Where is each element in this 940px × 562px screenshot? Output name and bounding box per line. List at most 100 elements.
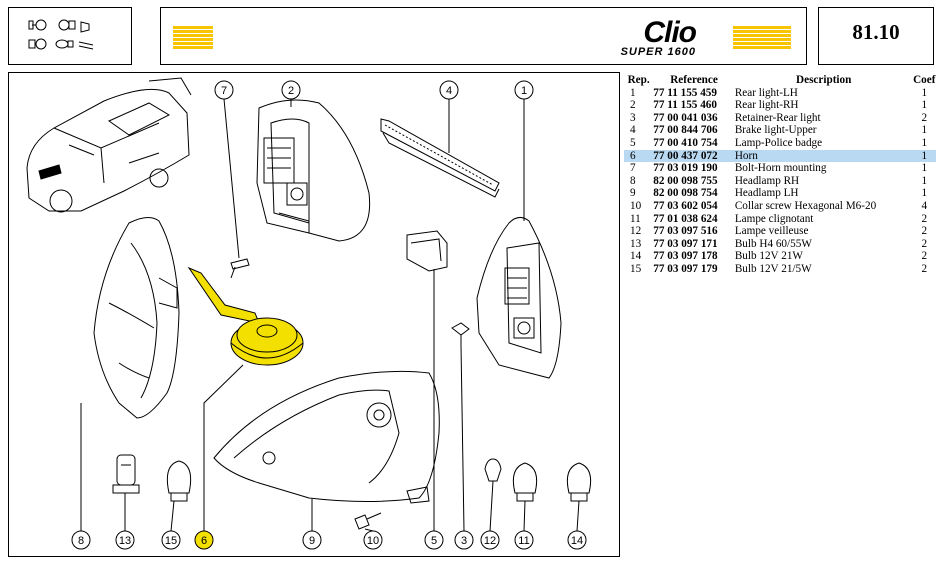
car-illustration (26, 77, 192, 213)
table-row[interactable]: 4 77 00 844 706 Brake light-Upper 1 (624, 124, 936, 137)
cell-ref: 77 03 097 171 (653, 237, 718, 250)
cell-desc: Bulb 12V 21/5W (734, 262, 812, 275)
cell-coef: 1 (921, 86, 928, 99)
cell-coef: 2 (921, 225, 928, 238)
cell-coef: 4 (921, 199, 928, 212)
cell-desc: Retainer-Rear light (734, 111, 821, 124)
headlamp-lh (213, 370, 440, 504)
page-number-box: 81.10 (818, 7, 934, 65)
cell-ref: 77 00 844 706 (653, 124, 718, 137)
svg-text:11: 11 (518, 535, 529, 547)
horn (187, 266, 304, 366)
cell-desc: Rear light-LH (734, 86, 798, 99)
callout-12: 12 (480, 530, 500, 550)
svg-text:14: 14 (571, 535, 583, 547)
cell-coef: 2 (921, 212, 928, 225)
cell-coef: 1 (921, 174, 928, 187)
stripe-logo-icon (173, 26, 791, 49)
parts-table: Rep. Reference Description Coef 1 77 11 1… (624, 74, 936, 276)
cell-ref: 77 00 041 036 (653, 111, 718, 124)
cell-desc: Lampe clignotant (734, 212, 814, 225)
svg-text:9: 9 (309, 535, 315, 547)
cell-rep: 2 (630, 99, 636, 112)
cell-coef: 2 (921, 111, 928, 124)
cell-ref: 77 00 437 072 (653, 149, 735, 163)
cell-coef: 2 (921, 262, 928, 275)
svg-text:10: 10 (367, 535, 379, 547)
page-number: 81.10 (852, 20, 900, 44)
cell-desc: Bolt-Horn mounting (734, 162, 827, 175)
bulb-21-5w (166, 460, 192, 502)
cell-ref: 77 03 097 178 (653, 250, 718, 263)
cell-rep: 9 (630, 187, 636, 200)
col-description-header: Description (796, 74, 852, 86)
callout-13: 13 (115, 530, 135, 550)
cell-desc: Lampe veilleuse (734, 225, 809, 238)
cell-desc: Brake light-Upper (734, 124, 817, 137)
callout-15: 15 (161, 530, 181, 550)
col-coef-header: Coef (913, 74, 936, 86)
cell-rep: 8 (630, 174, 636, 187)
callouts: 7 2 4 1 8 13 15 6 9 10 5 3 12 11 14 (71, 80, 587, 550)
callout-2: 2 (281, 80, 301, 100)
cell-desc: Headlamp RH (734, 174, 800, 187)
cell-rep: 14 (630, 250, 642, 263)
table-row[interactable]: 15 77 03 097 179 Bulb 12V 21/5W 2 (624, 263, 936, 276)
callout-3: 3 (454, 530, 474, 550)
table-header-row: Rep. Reference Description Coef (624, 74, 936, 87)
parts-illustration: 7 2 4 1 8 13 15 6 9 10 5 3 12 11 14 (26, 77, 592, 550)
title-banner: Clio SUPER 1600 (160, 7, 807, 65)
cell-rep: 3 (630, 111, 636, 124)
cell-desc: Lamp-Police badge (734, 136, 823, 149)
collar-screw (354, 512, 382, 530)
cell-coef: 1 (921, 124, 928, 137)
callout-10: 10 (363, 530, 383, 550)
cell-coef: 1 (921, 162, 928, 175)
cell-ref: 77 03 019 190 (653, 162, 718, 175)
cell-desc: Rear light-RH (734, 99, 799, 112)
lamp-category-box (8, 7, 132, 65)
cell-rep: 11 (630, 212, 641, 225)
bulb-h4 (112, 454, 140, 494)
cell-ref: 77 03 097 179 (653, 262, 718, 275)
cell-ref: 77 11 155 460 (653, 99, 717, 112)
cell-rep: 4 (630, 124, 636, 137)
cell-coef: 1 (912, 149, 936, 163)
svg-text:2: 2 (288, 85, 294, 97)
cell-rep: 1 (630, 86, 636, 99)
table-row[interactable]: 14 77 03 097 178 Bulb 12V 21W 2 (624, 250, 936, 263)
cell-rep: 5 (630, 136, 636, 149)
lamp-bulbs-icon (28, 19, 94, 50)
svg-text:5: 5 (431, 535, 437, 547)
svg-text:13: 13 (119, 535, 131, 547)
table-row[interactable]: 3 77 00 041 036 Retainer-Rear light 2 (624, 112, 936, 125)
cell-rep: 6 (624, 149, 654, 163)
svg-text:3: 3 (461, 535, 467, 547)
rear-light-rh (256, 99, 371, 242)
cell-ref: 82 00 098 754 (653, 187, 718, 200)
cell-coef: 2 (921, 250, 928, 263)
cell-ref: 77 03 602 054 (653, 199, 718, 212)
rear-light-retainer (451, 322, 470, 345)
callout-14: 14 (567, 530, 587, 550)
police-badge-lamp (406, 230, 448, 272)
svg-text:15: 15 (165, 535, 177, 547)
cell-rep: 15 (630, 262, 642, 275)
brand-logo-text: Clio (643, 16, 697, 49)
cell-coef: 2 (921, 237, 928, 250)
col-reference-header: Reference (670, 74, 718, 86)
bulb-sidelight (484, 458, 502, 482)
cell-desc: Bulb 12V 21W (734, 250, 803, 263)
